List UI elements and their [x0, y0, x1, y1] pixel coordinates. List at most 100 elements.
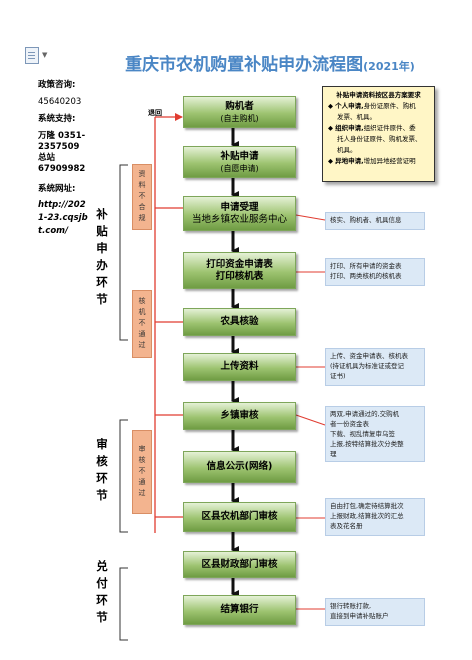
- note-township-review: 两双,申请通过的,交购机 者一份资金表 下载、视乱情复审乌签 上报,按特结算批次…: [325, 406, 425, 462]
- title-year: (2021年): [363, 60, 415, 73]
- step-accept-title: 申请受理: [220, 201, 259, 213]
- reject-documents-label: 资料不合规: [138, 169, 146, 225]
- step-buyer-sub: (自主购机): [220, 113, 259, 123]
- note-connector-1: [295, 214, 326, 221]
- note-accept: 核实、购机者、机具信息: [325, 212, 425, 230]
- bullet-diamond-icon: ◆: [328, 157, 333, 165]
- step-print-sub: 打印核机表: [215, 270, 264, 282]
- step-bank: 结算银行: [183, 595, 296, 625]
- section-pay-label: 兑付环节: [96, 559, 108, 624]
- note-upload-line-3: 证书): [330, 372, 346, 380]
- section-apply-label: 补贴申办环节: [96, 207, 108, 306]
- step-bank-title: 结算银行: [220, 604, 259, 615]
- reject-verify-label: 核机不通过: [138, 296, 146, 352]
- step-upload-title: 上传资料: [220, 361, 259, 372]
- note-township-line-4: 上报,按特结算批次分类整: [330, 440, 404, 448]
- website-line-3[interactable]: t.com/: [38, 226, 69, 236]
- requirement-organization-text-3: 机具。: [337, 146, 357, 154]
- note-township-line-3: 下载、视乱情复审乌签: [330, 430, 395, 438]
- requirement-organization-head: 组织申请,: [335, 124, 364, 132]
- step-apply: 补贴申请 (自愿申请): [183, 146, 296, 178]
- requirement-organization-text: 组织证件原件、委: [363, 124, 416, 132]
- bullet-diamond-icon: ◆: [328, 124, 333, 132]
- note-upload: 上传、资金申请表、核机表 (持证机具为标准证或登记 证书): [325, 348, 425, 386]
- requirement-individual-head: 个人申请,: [335, 102, 364, 110]
- general-number: 67909982: [38, 164, 86, 174]
- step-township-review-title: 乡镇审核: [220, 410, 259, 421]
- requirement-organization: ◆ 组织申请,组织证件原件、委: [328, 123, 429, 134]
- note-accept-line-1: 核实、购机者、机具信息: [330, 216, 402, 224]
- note-upload-line-1: 上传、资金申请表、核机表: [330, 352, 408, 360]
- note-upload-line-2: (持证机具为标准证或登记: [330, 362, 405, 370]
- requirements-box: 补贴申请资料按区县方案要求 ◆ 个人申请,身份证原件、购机 发票、机具。 ◆ 组…: [322, 86, 435, 182]
- website-label: 系统网址:: [38, 184, 76, 194]
- step-township-review: 乡镇审核: [183, 402, 296, 430]
- bracket-pay: [119, 567, 128, 641]
- step-upload: 上传资料: [183, 353, 296, 381]
- requirement-remote: ◆ 异地申请,增加异地经营证明: [328, 156, 429, 167]
- step-print-title: 打印资金申请表: [206, 258, 273, 270]
- step-county-finance-review-title: 区县财政部门审核: [201, 558, 278, 570]
- reject-review-box: 审核不通过: [132, 430, 152, 514]
- step-county-agri-review: 区县农机部门审核: [183, 502, 296, 532]
- reject-documents-box: 资料不合规: [132, 164, 152, 230]
- policy-number: 45640203: [38, 97, 82, 107]
- support-label: 系统支持:: [38, 114, 76, 124]
- note-print-line-1: 打印、所有申请的资金表: [330, 262, 402, 270]
- reject-review-label: 审核不通过: [138, 444, 146, 500]
- website-line-2[interactable]: 1-23.cqsjb: [38, 213, 88, 223]
- note-county-line-1: 自由打包,确定待结算批次: [330, 502, 404, 510]
- note-township-line-1: 两双,申请通过的,交购机: [330, 410, 400, 418]
- note-county-line-2: 上报财政,结算批次的汇总: [330, 512, 404, 520]
- section-review-label: 审核环节: [96, 437, 108, 502]
- note-bank-line-2: 直接到申请补贴账户: [330, 612, 389, 620]
- step-buyer-title: 购机者: [225, 100, 254, 112]
- bullet-diamond-icon: ◆: [328, 102, 333, 110]
- step-apply-title: 补贴申请: [220, 150, 259, 162]
- note-bank: 银行转账打款, 直接到申请补贴账户: [325, 598, 425, 626]
- step-verify-title: 农具核验: [220, 316, 259, 327]
- step-verify: 农具核验: [183, 308, 296, 336]
- document-icon: [25, 47, 39, 64]
- page-title: 重庆市农机购置补贴申办流程图(2021年): [100, 50, 440, 75]
- support-number-1: 万隆 0351-: [38, 131, 86, 141]
- general-label: 总站: [38, 153, 56, 163]
- step-buyer: 购机者 (自主购机): [183, 96, 296, 128]
- note-county-review: 自由打包,确定待结算批次 上报财政,结算批次的汇总 表及花名册: [325, 498, 425, 536]
- note-connectors: [295, 214, 326, 610]
- support-number-2: 2357509: [38, 142, 80, 152]
- note-county-line-3: 表及花名册: [330, 522, 363, 530]
- step-apply-sub: (自愿申请): [220, 163, 259, 173]
- requirements-title: 补贴申请资料按区县方案要求: [336, 91, 421, 99]
- step-publicity-title: 信息公示(网络): [206, 461, 273, 472]
- website-line-1[interactable]: http://202: [38, 200, 86, 210]
- return-label: 退回: [148, 109, 162, 117]
- note-print-line-2: 打印、两类核机的核机表: [330, 272, 402, 280]
- note-township-line-5: 理: [330, 450, 337, 458]
- requirement-individual-text: 身份证原件、购机: [363, 102, 416, 110]
- title-text: 重庆市农机购置补贴申办流程图: [125, 55, 364, 75]
- step-print: 打印资金申请表 打印核机表: [183, 252, 296, 289]
- policy-label: 政策咨询:: [38, 80, 76, 90]
- requirement-individual-text-2: 发票、机具。: [337, 113, 376, 121]
- reject-verify-box: 核机不通过: [132, 290, 152, 358]
- note-township-line-2: 者一份资金表: [330, 420, 369, 428]
- chevron-down-icon: ▼: [42, 51, 48, 59]
- return-lines: [154, 113, 183, 533]
- step-county-agri-review-title: 区县农机部门审核: [201, 511, 278, 522]
- step-publicity: 信息公示(网络): [183, 451, 296, 483]
- bracket-review: [119, 419, 128, 533]
- section-brackets: [119, 164, 128, 641]
- note-print: 打印、所有申请的资金表 打印、两类核机的核机表: [325, 258, 425, 286]
- note-bank-line-1: 银行转账打款,: [330, 602, 372, 610]
- step-accept: 申请受理 当地乡镇农业服务中心: [183, 196, 296, 231]
- requirement-remote-text: 增加异地经营证明: [363, 157, 416, 165]
- requirement-remote-head: 异地申请,: [335, 157, 364, 165]
- requirement-organization-text-2: 托人身份证原件、购机发票、: [337, 135, 422, 143]
- step-county-finance-review: 区县财政部门审核: [183, 551, 296, 578]
- requirement-individual: ◆ 个人申请,身份证原件、购机: [328, 101, 429, 112]
- step-accept-sub: 当地乡镇农业服务中心: [191, 213, 287, 225]
- bracket-apply: [119, 164, 128, 341]
- note-connector-4: [295, 414, 326, 426]
